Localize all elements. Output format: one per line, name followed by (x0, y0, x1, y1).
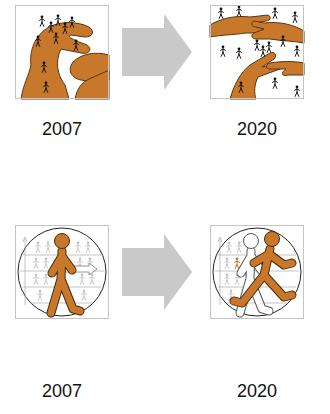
progress-arrow (122, 234, 192, 310)
year-panel: 2007 (15, 225, 109, 402)
hand-shape (252, 21, 304, 43)
image-frame (15, 225, 109, 319)
image-frame (15, 5, 109, 99)
walking-person (51, 234, 80, 314)
year-label: 2007 (0, 118, 129, 140)
cupped-hands-icon (21, 14, 109, 99)
year-panel: 2020 (210, 5, 304, 140)
circle-outline (18, 228, 106, 316)
open-hands-icon (210, 5, 304, 99)
progress-arrow (122, 14, 192, 90)
hand-shape (266, 62, 304, 76)
circle-outline (213, 228, 301, 316)
striding-person (234, 232, 292, 304)
year-panel: 2020 (210, 225, 304, 402)
hand-shape (75, 71, 109, 99)
image-frame (210, 225, 304, 319)
people-figures (219, 5, 300, 96)
year-label: 2020 (190, 118, 324, 140)
year-label: 2020 (190, 380, 324, 402)
striding-figure-icon (213, 228, 301, 316)
year-panel: 2007 (15, 5, 109, 140)
hand-shape (230, 52, 283, 99)
year-label: 2007 (0, 380, 129, 402)
image-frame (210, 5, 304, 99)
people-figures (36, 14, 79, 92)
walking-figure-icon (18, 228, 106, 316)
